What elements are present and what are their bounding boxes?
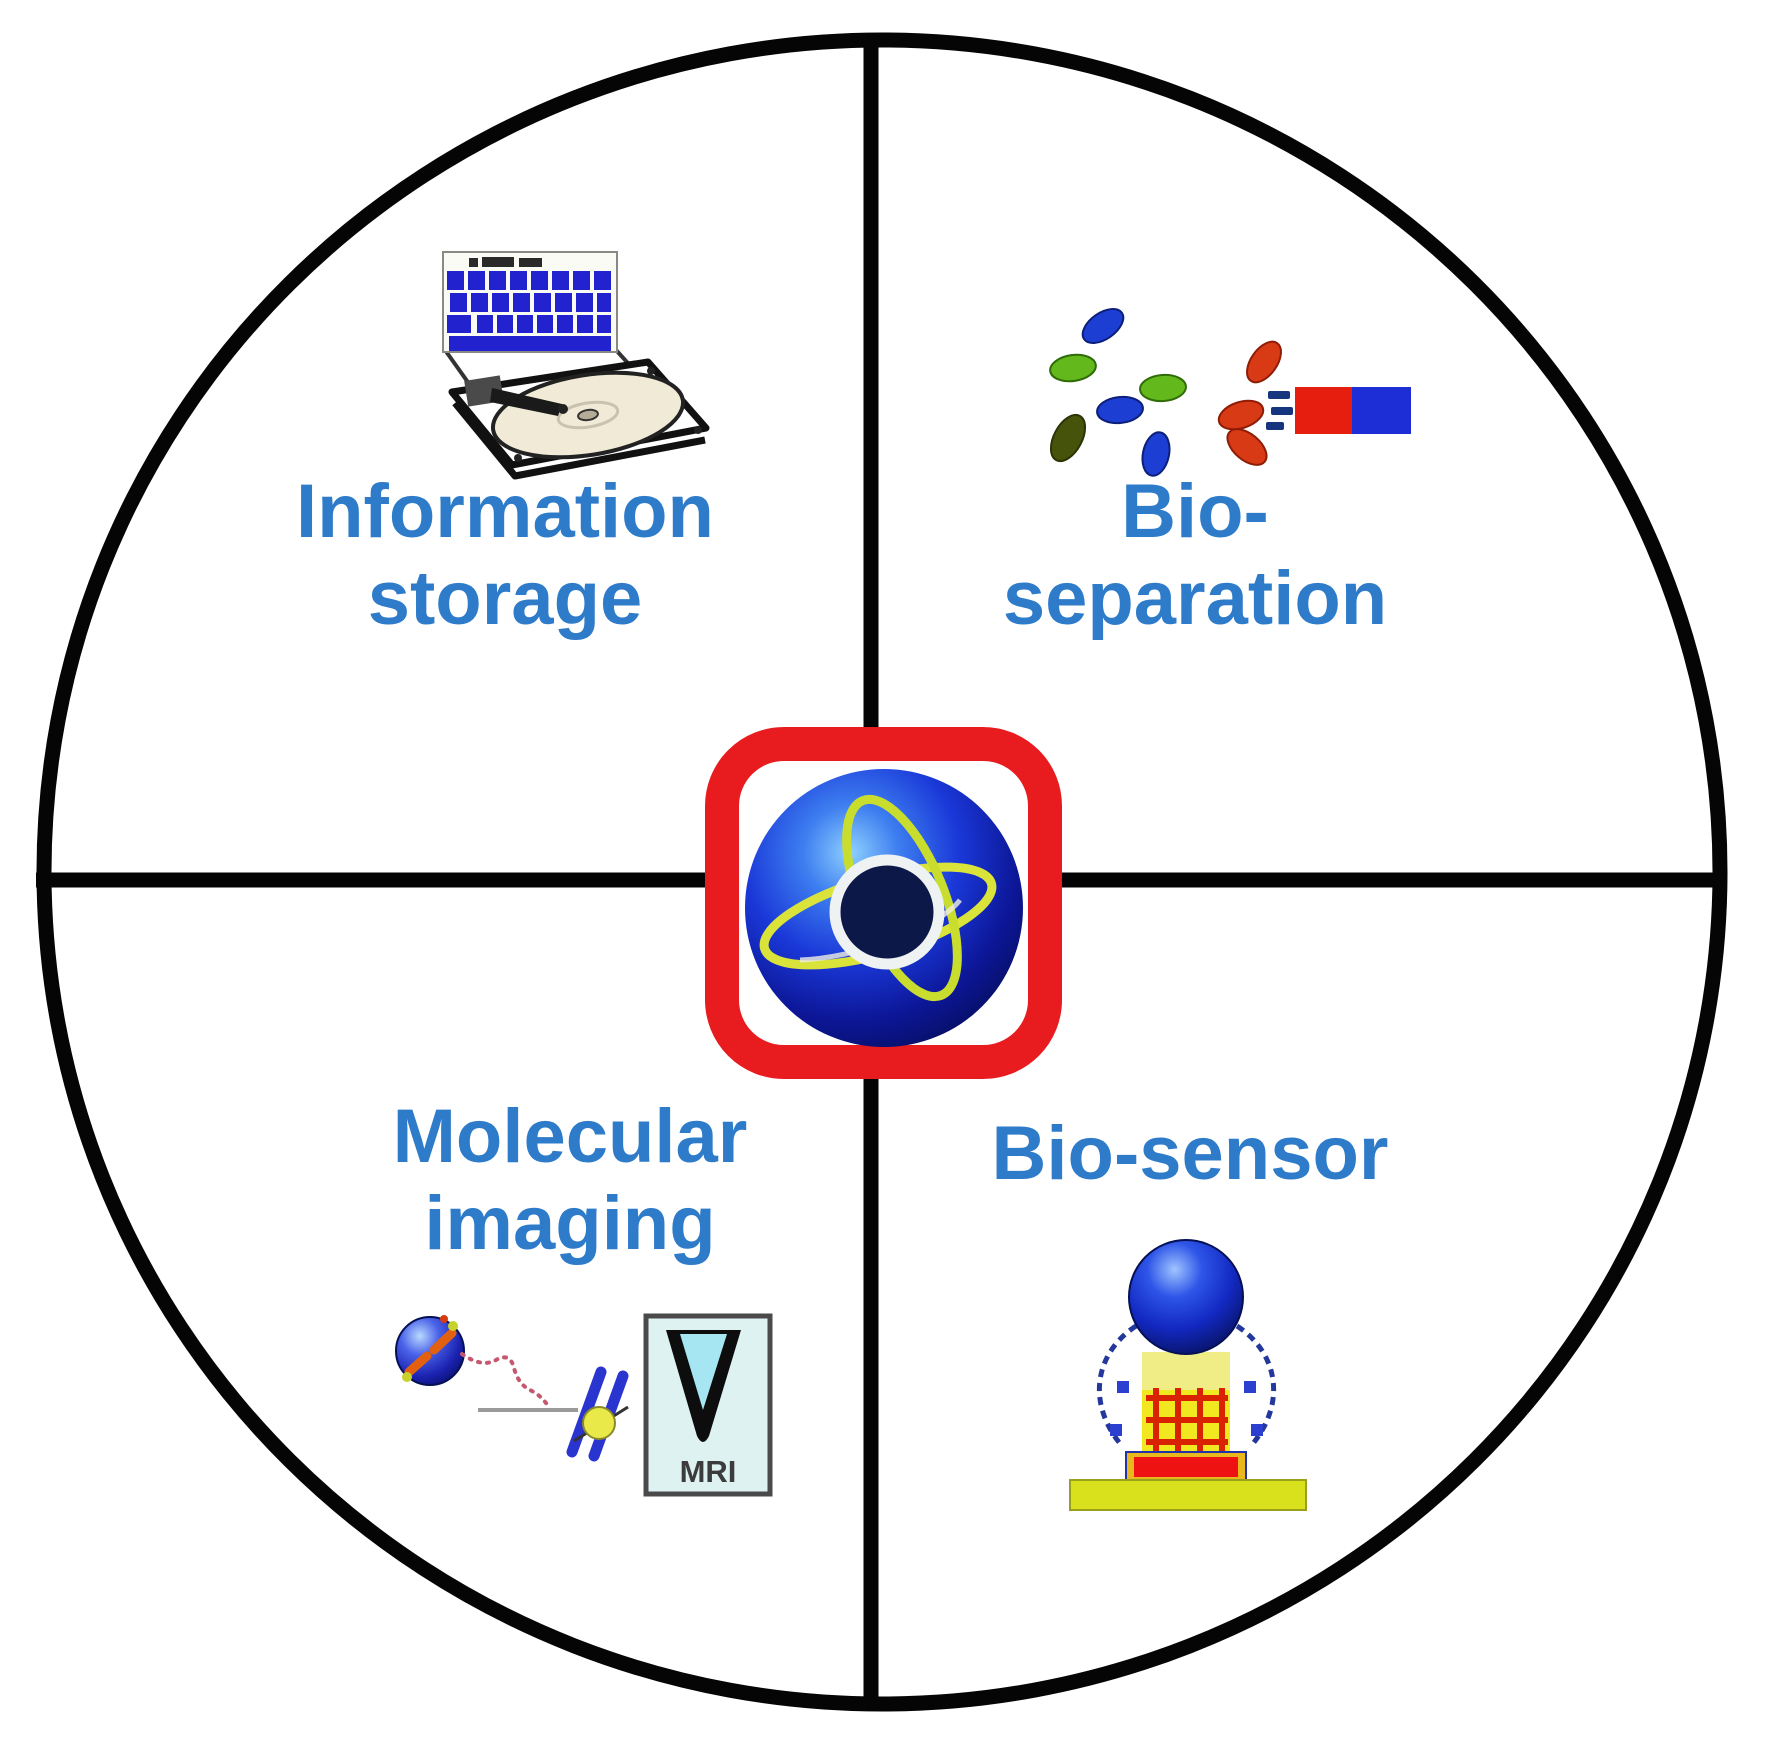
keyboard-tiny-label-mark xyxy=(469,258,478,267)
sensor-substrate xyxy=(1069,1479,1307,1511)
keyboard-tiny-label-mark xyxy=(519,258,542,267)
label-line: separation xyxy=(1002,556,1388,642)
label-bio-separation: Bio- separation xyxy=(945,468,1445,643)
sensor-coil-grid xyxy=(1146,1388,1228,1454)
labeled-nanoparticle xyxy=(395,1315,465,1386)
magnet xyxy=(1295,387,1411,434)
magnetic-separation-icon xyxy=(1049,308,1411,477)
keyboard-tiny-label-mark xyxy=(482,257,514,267)
logo-core xyxy=(829,854,945,970)
nanoparticle-mri-icon: MRI xyxy=(395,1313,773,1497)
mri-label: MRI xyxy=(680,1454,737,1489)
sensor-electrode xyxy=(1134,1457,1238,1477)
laptop-harddrive-icon xyxy=(442,251,710,480)
polymer-chain xyxy=(460,1352,550,1408)
label-line: imaging xyxy=(424,1181,716,1267)
hdd-spindle xyxy=(577,408,599,422)
proton-spin-symbol xyxy=(566,1366,629,1462)
quadrant-circle xyxy=(36,32,1728,1712)
label-line: Molecular xyxy=(392,1094,748,1179)
field-dashes xyxy=(1266,391,1293,430)
nanoparticle-atom-logo xyxy=(705,727,1062,1079)
magnet-blue-pole xyxy=(1352,387,1411,434)
cell-particles xyxy=(1049,308,1282,477)
sensor-pedestal xyxy=(1069,1352,1307,1511)
mri-scanner-box: MRI xyxy=(643,1313,773,1497)
label-line: Information xyxy=(296,469,714,554)
label-bio-sensor: Bio-sensor xyxy=(940,1110,1440,1197)
biosensor-device-icon xyxy=(1069,1239,1307,1511)
magnet-red-pole xyxy=(1295,387,1352,434)
label-molecular-imaging: Molecular imaging xyxy=(320,1093,820,1268)
sensor-arm-contacts xyxy=(1110,1381,1263,1436)
label-information-storage: Information storage xyxy=(255,468,755,643)
laptop-keyboard xyxy=(442,251,618,353)
label-line: Bio- xyxy=(1121,469,1269,554)
label-line: Bio-sensor xyxy=(991,1111,1389,1196)
captured-nanoparticle-sphere xyxy=(1128,1239,1244,1355)
label-line: storage xyxy=(367,556,643,642)
hard-drive xyxy=(448,358,710,480)
hdd-actuator-arm xyxy=(490,388,562,416)
